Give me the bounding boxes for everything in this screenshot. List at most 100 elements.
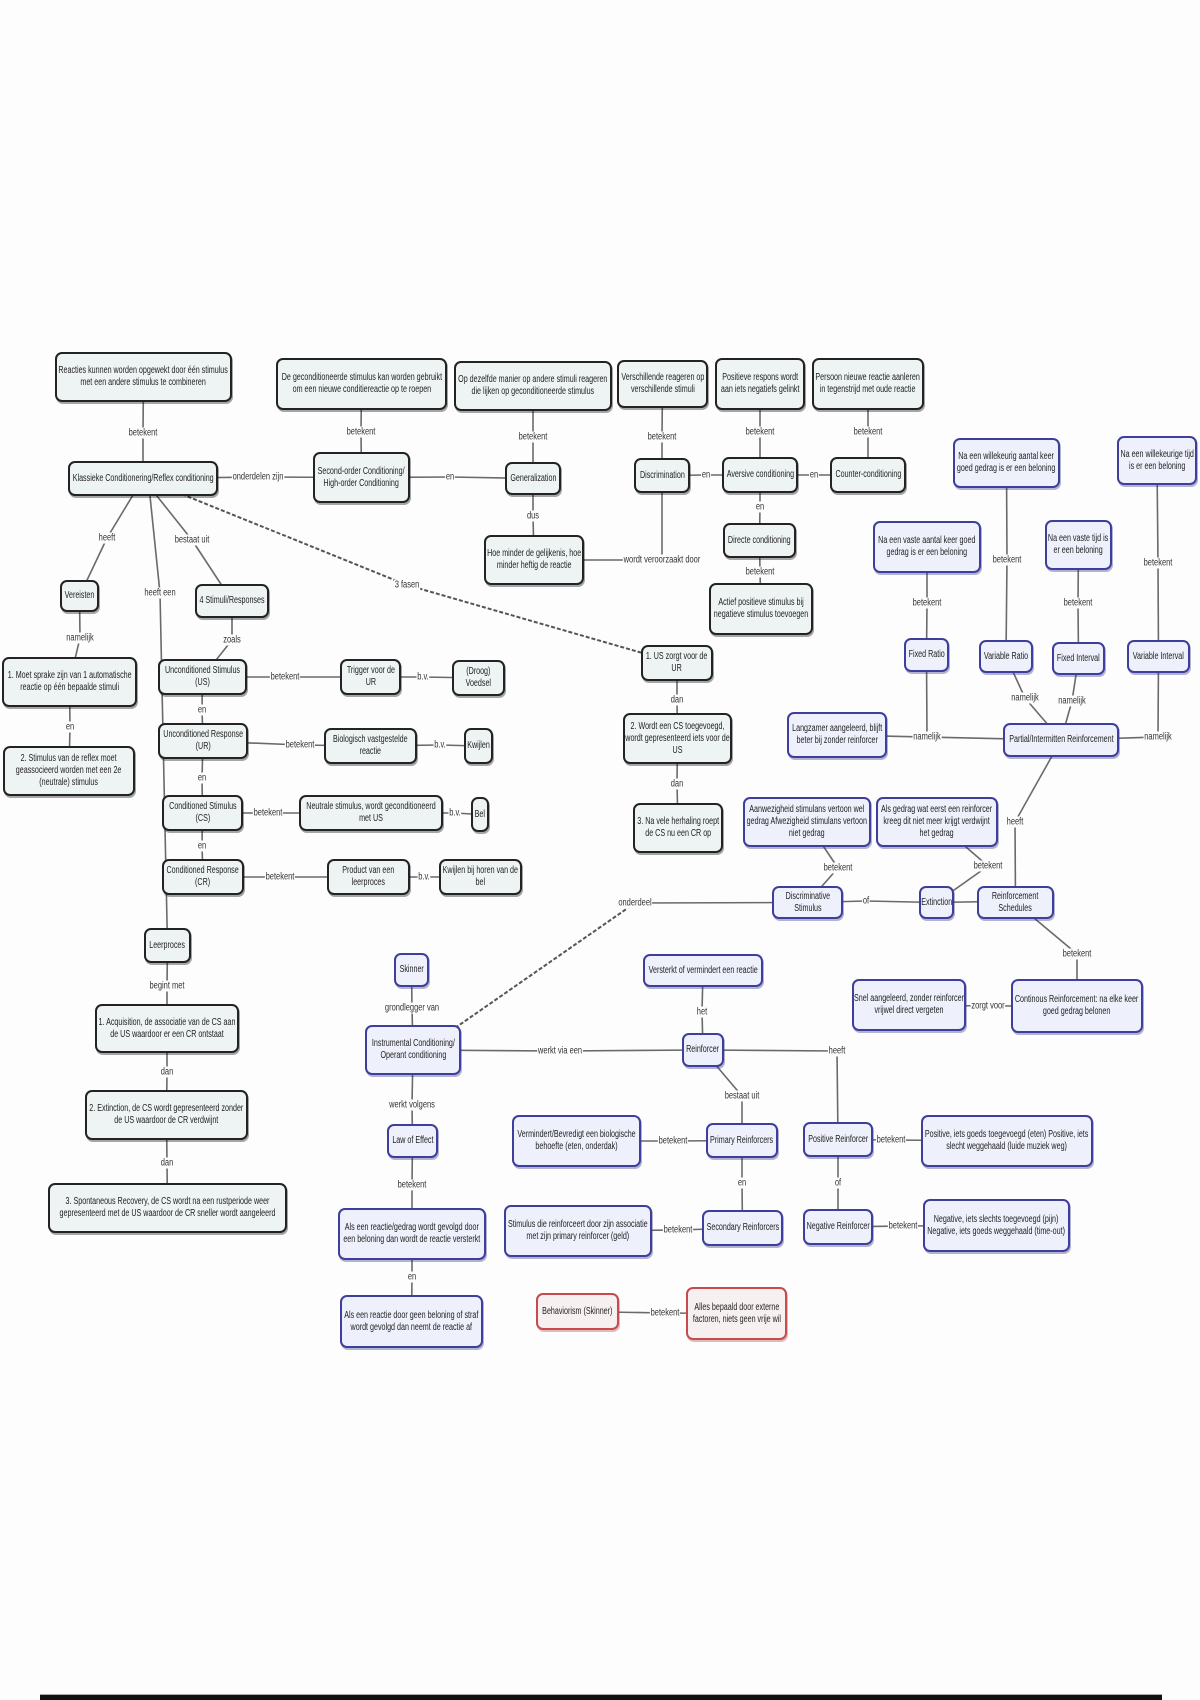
concept-node-neg[interactable]: Negative Reinforcer (803, 1209, 873, 1245)
link-label-discriminative-extinction: of (862, 895, 870, 907)
concept-node-text: Verschillende reageren op verschillende … (621, 372, 704, 395)
concept-node-text: Extinction (921, 896, 952, 908)
concept-node-ext[interactable]: 2. Extinction, de CS wordt gepresenteerd… (85, 1090, 248, 1140)
concept-node-stimuli[interactable]: 4 Stimuli/Responses (195, 584, 269, 618)
concept-node-text: 1. US zorgt voor de UR (646, 651, 708, 674)
concept-node-acq[interactable]: 1. Acquisition, de associatie van de CS … (95, 1004, 239, 1053)
link-label-klassiek-stimuli: bestaat uit (173, 534, 211, 546)
concept-node-product[interactable]: Product van een leerproces (327, 859, 410, 895)
concept-node-partial[interactable]: Partial/Intermitten Reinforcement (1003, 723, 1119, 757)
concept-node-gen-def[interactable]: Op dezelfde manier op andere stimuli rea… (454, 361, 612, 411)
link-label-us-trigger: betekent (269, 671, 301, 683)
concept-node-text: Na een vaste tijd is er een beloning (1048, 533, 1109, 556)
concept-node-vermindert[interactable]: Vermindert/Bevredigt een biologische beh… (512, 1115, 641, 1167)
concept-node-second-order[interactable]: Second-order Conditioning/ High-order Co… (313, 452, 410, 503)
concept-node-fr-def[interactable]: Na een vaste aantal keer goed gedrag is … (873, 521, 981, 573)
concept-node-req1[interactable]: 1. Moet sprake zijn van 1 automatische r… (2, 657, 137, 707)
concept-node-fase1[interactable]: 1. US zorgt voor de UR (641, 645, 713, 681)
link-label-us-ur: en (197, 704, 207, 716)
concept-node-directe-def[interactable]: Actief positieve stimulus bij negatieve … (709, 583, 813, 635)
concept-node-primary[interactable]: Primary Reinforcers (706, 1123, 778, 1158)
concept-node-cs[interactable]: Conditioned Stimulus (CS) (162, 795, 243, 831)
link-label-instrumental-law: werkt volgens (388, 1099, 436, 1111)
concept-node-fase3[interactable]: 3. Na vele herhaling roept de CS nu een … (633, 803, 723, 853)
concept-node-cr[interactable]: Conditioned Response (CR) (162, 859, 244, 895)
concept-node-voedsel[interactable]: (Droog) Voedsel (452, 660, 505, 696)
link-label-generalization-hoe_minder: dus (526, 510, 540, 522)
concept-node-extinction[interactable]: Extinction (919, 886, 954, 919)
concept-node-discriminative[interactable]: Discriminative Stimulus (772, 886, 843, 919)
concept-node-ext-def[interactable]: Als gedrag wat eerst een reinforcer kree… (876, 797, 998, 847)
concept-node-skinner[interactable]: Skinner (394, 953, 429, 987)
concept-node-law[interactable]: Law of Effect (387, 1124, 438, 1158)
concept-node-pos[interactable]: Positive Reinforcer (803, 1122, 873, 1157)
concept-node-alles[interactable]: Alles bepaald door externe factoren, nie… (686, 1287, 787, 1340)
concept-node-text: Vermindert/Bevredigt een biologische beh… (517, 1129, 636, 1152)
concept-node-trigger[interactable]: Trigger voor de UR (340, 659, 401, 695)
concept-node-fixed-interval[interactable]: Fixed Interval (1052, 642, 1105, 675)
concept-node-neg-def[interactable]: Negative, iets slechts toegevoegd (pijn)… (923, 1199, 1070, 1252)
concept-node-reinforcer[interactable]: Reinforcer (682, 1033, 724, 1067)
concept-node-fixed-ratio[interactable]: Fixed Ratio (904, 638, 949, 672)
concept-node-versterkt[interactable]: Versterkt of vermindert een reactie (643, 954, 763, 987)
concept-node-secondary[interactable]: Secondary Reinforcers (702, 1210, 783, 1246)
concept-node-stim-assoc[interactable]: Stimulus die reinforceert door zijn asso… (504, 1205, 652, 1257)
concept-node-spont[interactable]: 3. Spontaneous Recovery, de CS wordt na … (48, 1183, 287, 1233)
concept-node-continuous[interactable]: Continous Reinforcement: na elke keer go… (1011, 979, 1143, 1033)
concept-node-instrumental[interactable]: Instrumental Conditioning/ Operant condi… (365, 1025, 461, 1075)
concept-node-kwijlen[interactable]: Kwijlen (464, 728, 493, 764)
concept-node-fase2[interactable]: 2. Wordt een CS toegevoegd, wordt gepres… (623, 713, 732, 764)
concept-node-text: Unconditioned Response (UR) (163, 729, 243, 752)
concept-node-us[interactable]: Unconditioned Stimulus (US) (158, 659, 247, 695)
link-label-ext_def-extinction: betekent (972, 860, 1004, 872)
concept-node-vi-def[interactable]: Na een willekeurige tijd is er een belon… (1117, 436, 1197, 485)
concept-node-reacties[interactable]: Reacties kunnen worden opgewekt door één… (55, 352, 232, 402)
concept-node-text: Langzamer aangeleerd, blijft beter bij z… (791, 723, 883, 746)
concept-node-aversive[interactable]: Aversive conditioning (722, 457, 798, 493)
concept-node-text: Stimulus die reinforceert door zijn asso… (508, 1219, 648, 1242)
concept-node-hoe-minder[interactable]: Hoe minder de gelijkenis, hoe minder hef… (484, 535, 584, 585)
concept-node-generalization[interactable]: Generalization (505, 462, 561, 495)
concept-node-text: Kwijlen (467, 740, 490, 751)
concept-node-pos-def[interactable]: Positive, iets goeds toegevoegd (eten) P… (921, 1115, 1093, 1167)
concept-node-schedules[interactable]: Reinforcement Schedules (977, 886, 1054, 919)
concept-node-req2[interactable]: 2. Stimulus van de reflex moet geassocie… (3, 746, 135, 796)
concept-node-ur[interactable]: Unconditioned Response (UR) (158, 723, 248, 759)
concept-node-neutral[interactable]: Neutrale stimulus, wordt geconditioneerd… (299, 795, 443, 831)
concept-node-vereisten[interactable]: Vereisten (60, 580, 99, 612)
concept-node-variable-interval[interactable]: Variable Interval (1127, 640, 1190, 673)
concept-node-counter-def[interactable]: Persoon nieuwe reactie aanleren in tegen… (812, 358, 924, 410)
concept-node-disc-def[interactable]: Verschillende reageren op verschillende … (617, 360, 708, 408)
link-label-instrumental-discriminative: onderdeel (617, 897, 653, 909)
concept-node-bio[interactable]: Biologisch vastgestelde reactie (324, 728, 417, 764)
concept-node-text: Negative, iets slechts toegevoegd (pijn)… (927, 1213, 1066, 1237)
concept-node-variable-ratio[interactable]: Variable Ratio (979, 640, 1033, 673)
concept-node-klassiek[interactable]: Klassieke Conditionering/Reflex conditio… (68, 461, 218, 496)
concept-node-behaviorism[interactable]: Behaviorism (Skinner) (536, 1293, 619, 1330)
concept-node-text: Law of Effect (391, 1135, 434, 1146)
concept-node-law-def1[interactable]: Als een reactie/gedrag wordt gevolgd doo… (338, 1208, 486, 1260)
concept-node-aversive-def[interactable]: Positieve respons wordt aan iets negatie… (715, 358, 805, 410)
concept-node-snel[interactable]: Snel aangeleerd, zonder reinforcer vrijw… (852, 979, 966, 1031)
concept-node-vr-def[interactable]: Na een willekeurig aantal keer goed gedr… (953, 438, 1060, 488)
concept-node-bel[interactable]: Bel (471, 797, 489, 832)
concept-node-so-def[interactable]: De geconditioneerde stimulus kan worden … (276, 358, 447, 410)
concept-node-law-def2[interactable]: Als een reactie door geen beloning of st… (340, 1295, 483, 1348)
link-label-partial-variable_interval: namelijk (1143, 731, 1173, 743)
concept-node-discrimination[interactable]: Discrimination (634, 458, 690, 493)
concept-node-counter[interactable]: Counter-conditioning (830, 457, 906, 493)
link-label-primary-vermindert: betekent (657, 1135, 689, 1147)
concept-node-text: 3. Na vele herhaling roept de CS nu een … (637, 816, 719, 839)
concept-node-text: Leerproces (149, 939, 186, 951)
concept-node-leerproces[interactable]: Leerproces (144, 928, 191, 963)
concept-node-langzamer[interactable]: Langzamer aangeleerd, blijft beter bij z… (787, 712, 887, 758)
concept-node-text: Fixed Interval (1057, 652, 1100, 664)
link-label-pos-neg: of (834, 1177, 842, 1189)
concept-node-ds-def[interactable]: Aanwezigheid stimulans vertoon wel gedra… (743, 797, 871, 847)
concept-node-text: Reinforcement Schedules (992, 890, 1039, 914)
concept-node-directe[interactable]: Directe conditioning (723, 523, 796, 558)
concept-node-fi-def[interactable]: Na een vaste tijd is er een beloning (1045, 520, 1112, 570)
link-label-stimuli-us: zoals (222, 634, 242, 646)
concept-node-kwijlen-bel[interactable]: Kwijlen bij horen van de bel (439, 859, 522, 895)
